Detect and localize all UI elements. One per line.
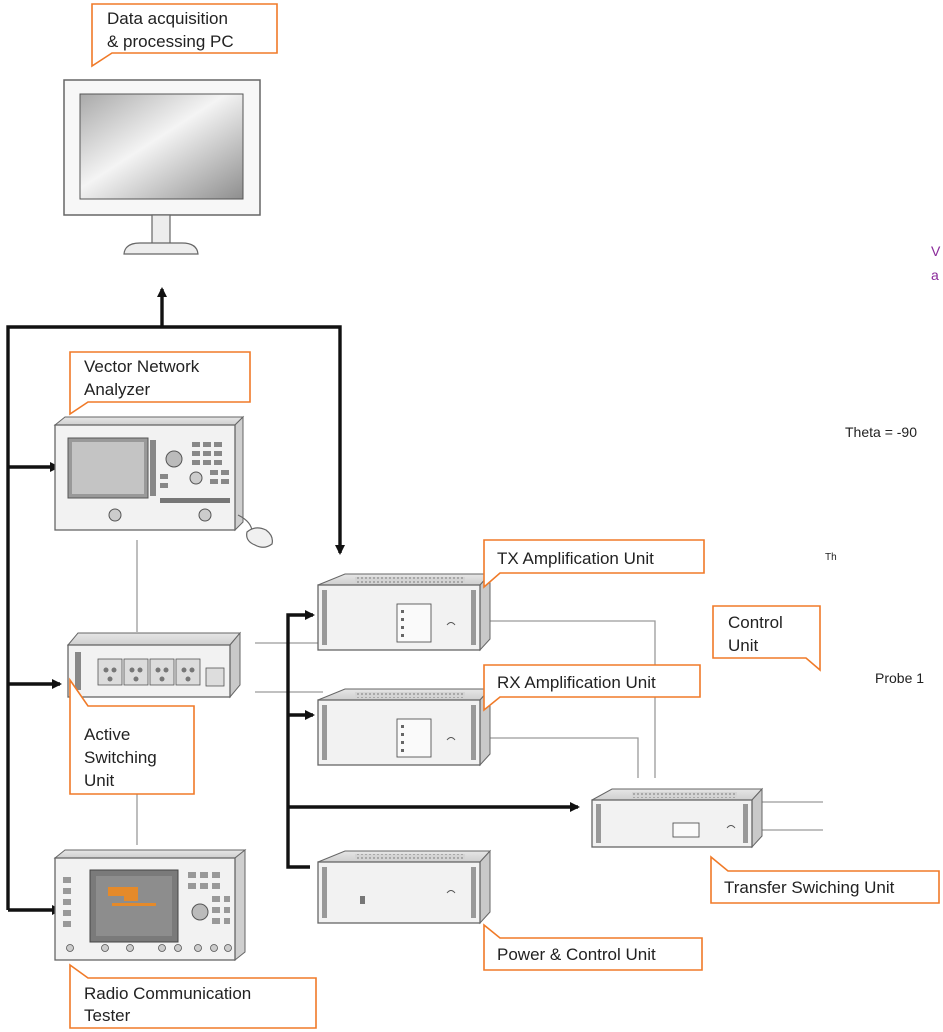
rct-label-line1: Radio Communication (84, 984, 251, 1003)
vna-label-line2: Analyzer (84, 380, 150, 399)
callout-rct: Radio Communication Tester (69, 963, 317, 1029)
callout-tx: TX Amplification Unit (483, 539, 705, 589)
asu-label-line3: Unit (84, 771, 115, 790)
transfer-switching-unit-device (591, 787, 764, 849)
pc-label-line1: Data acquisition (107, 9, 228, 28)
callout-vna: Vector Network Analyzer (69, 351, 251, 416)
vector-network-analyzer-device (53, 415, 273, 548)
tsu-label: Transfer Swiching Unit (724, 878, 895, 897)
tx-amplification-unit-device (317, 572, 492, 652)
fragment-v: V (931, 243, 941, 259)
callout-control: Control Unit (712, 605, 821, 672)
rx-amplification-unit-device (317, 687, 492, 767)
control-label-line2: Unit (728, 636, 759, 655)
callout-pcu: Power & Control Unit (483, 923, 703, 971)
active-switching-unit-device (66, 631, 242, 699)
control-label-line1: Control (728, 613, 783, 632)
fragment-probe: Probe 1 (875, 670, 924, 686)
fragment-a: a (931, 267, 939, 283)
rct-label-line2: Tester (84, 1006, 131, 1025)
power-control-unit-device (317, 849, 492, 925)
rx-label: RX Amplification Unit (497, 673, 656, 692)
asu-label-line2: Switching (84, 748, 157, 767)
fragment-theta: Theta = -90 (845, 424, 917, 440)
callout-asu: Active Switching Unit (69, 677, 195, 795)
callout-tsu: Transfer Swiching Unit (710, 855, 940, 904)
callout-rx: RX Amplification Unit (483, 664, 701, 712)
pc-monitor (63, 79, 261, 255)
tx-label: TX Amplification Unit (497, 549, 654, 568)
pcu-label: Power & Control Unit (497, 945, 656, 964)
fragment-th: Th (825, 552, 837, 563)
radio-communication-tester-device (53, 848, 247, 962)
vna-label-line1: Vector Network (84, 357, 200, 376)
signal-paths (6, 287, 580, 915)
pc-label-line2: & processing PC (107, 32, 234, 51)
asu-label-line1: Active (84, 725, 130, 744)
callout-pc: Data acquisition & processing PC (91, 3, 278, 68)
